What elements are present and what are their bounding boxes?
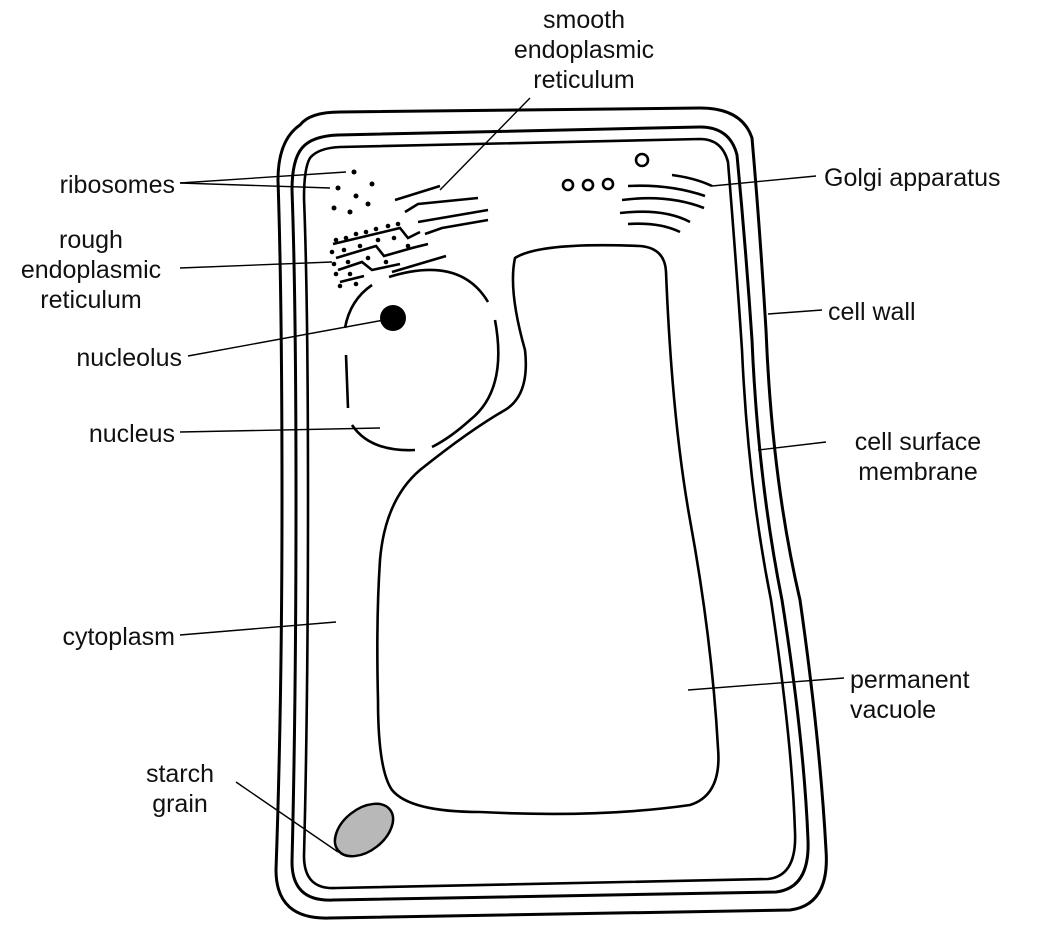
label-cytoplasm: cytoplasm (62, 623, 175, 651)
nucleolus-body (380, 305, 406, 331)
label-vacuole-1: permanent (850, 666, 970, 694)
label-starch-1: starch (146, 760, 214, 788)
starch-grain-body (325, 793, 403, 867)
label-rough-er-2: endoplasmic (21, 256, 161, 284)
label-vacuole-2: vacuole (850, 696, 936, 724)
label-rough-er-1: rough (59, 226, 123, 254)
label-ribosomes: ribosomes (60, 171, 175, 199)
label-membrane-2: membrane (858, 458, 978, 486)
label-smooth-er-2: endoplasmic (514, 36, 654, 64)
label-nucleus: nucleus (89, 420, 175, 448)
golgi-apparatus (563, 154, 712, 232)
label-nucleolus: nucleolus (76, 344, 182, 372)
label-smooth-er-3: reticulum (533, 66, 634, 94)
label-golgi: Golgi apparatus (824, 164, 1001, 192)
label-starch-2: grain (152, 790, 208, 818)
label-membrane-1: cell surface (855, 428, 981, 456)
free-ribosomes (332, 170, 375, 215)
label-rough-er-3: reticulum (40, 286, 141, 314)
cell-wall-inner (292, 127, 808, 900)
permanent-vacuole (377, 245, 718, 814)
label-smooth-er-1: smooth (543, 6, 625, 34)
label-cell-wall: cell wall (828, 298, 916, 326)
labels: smooth endoplasmic reticulum ribosomes r… (21, 6, 1001, 818)
nucleus-envelope (345, 270, 498, 450)
